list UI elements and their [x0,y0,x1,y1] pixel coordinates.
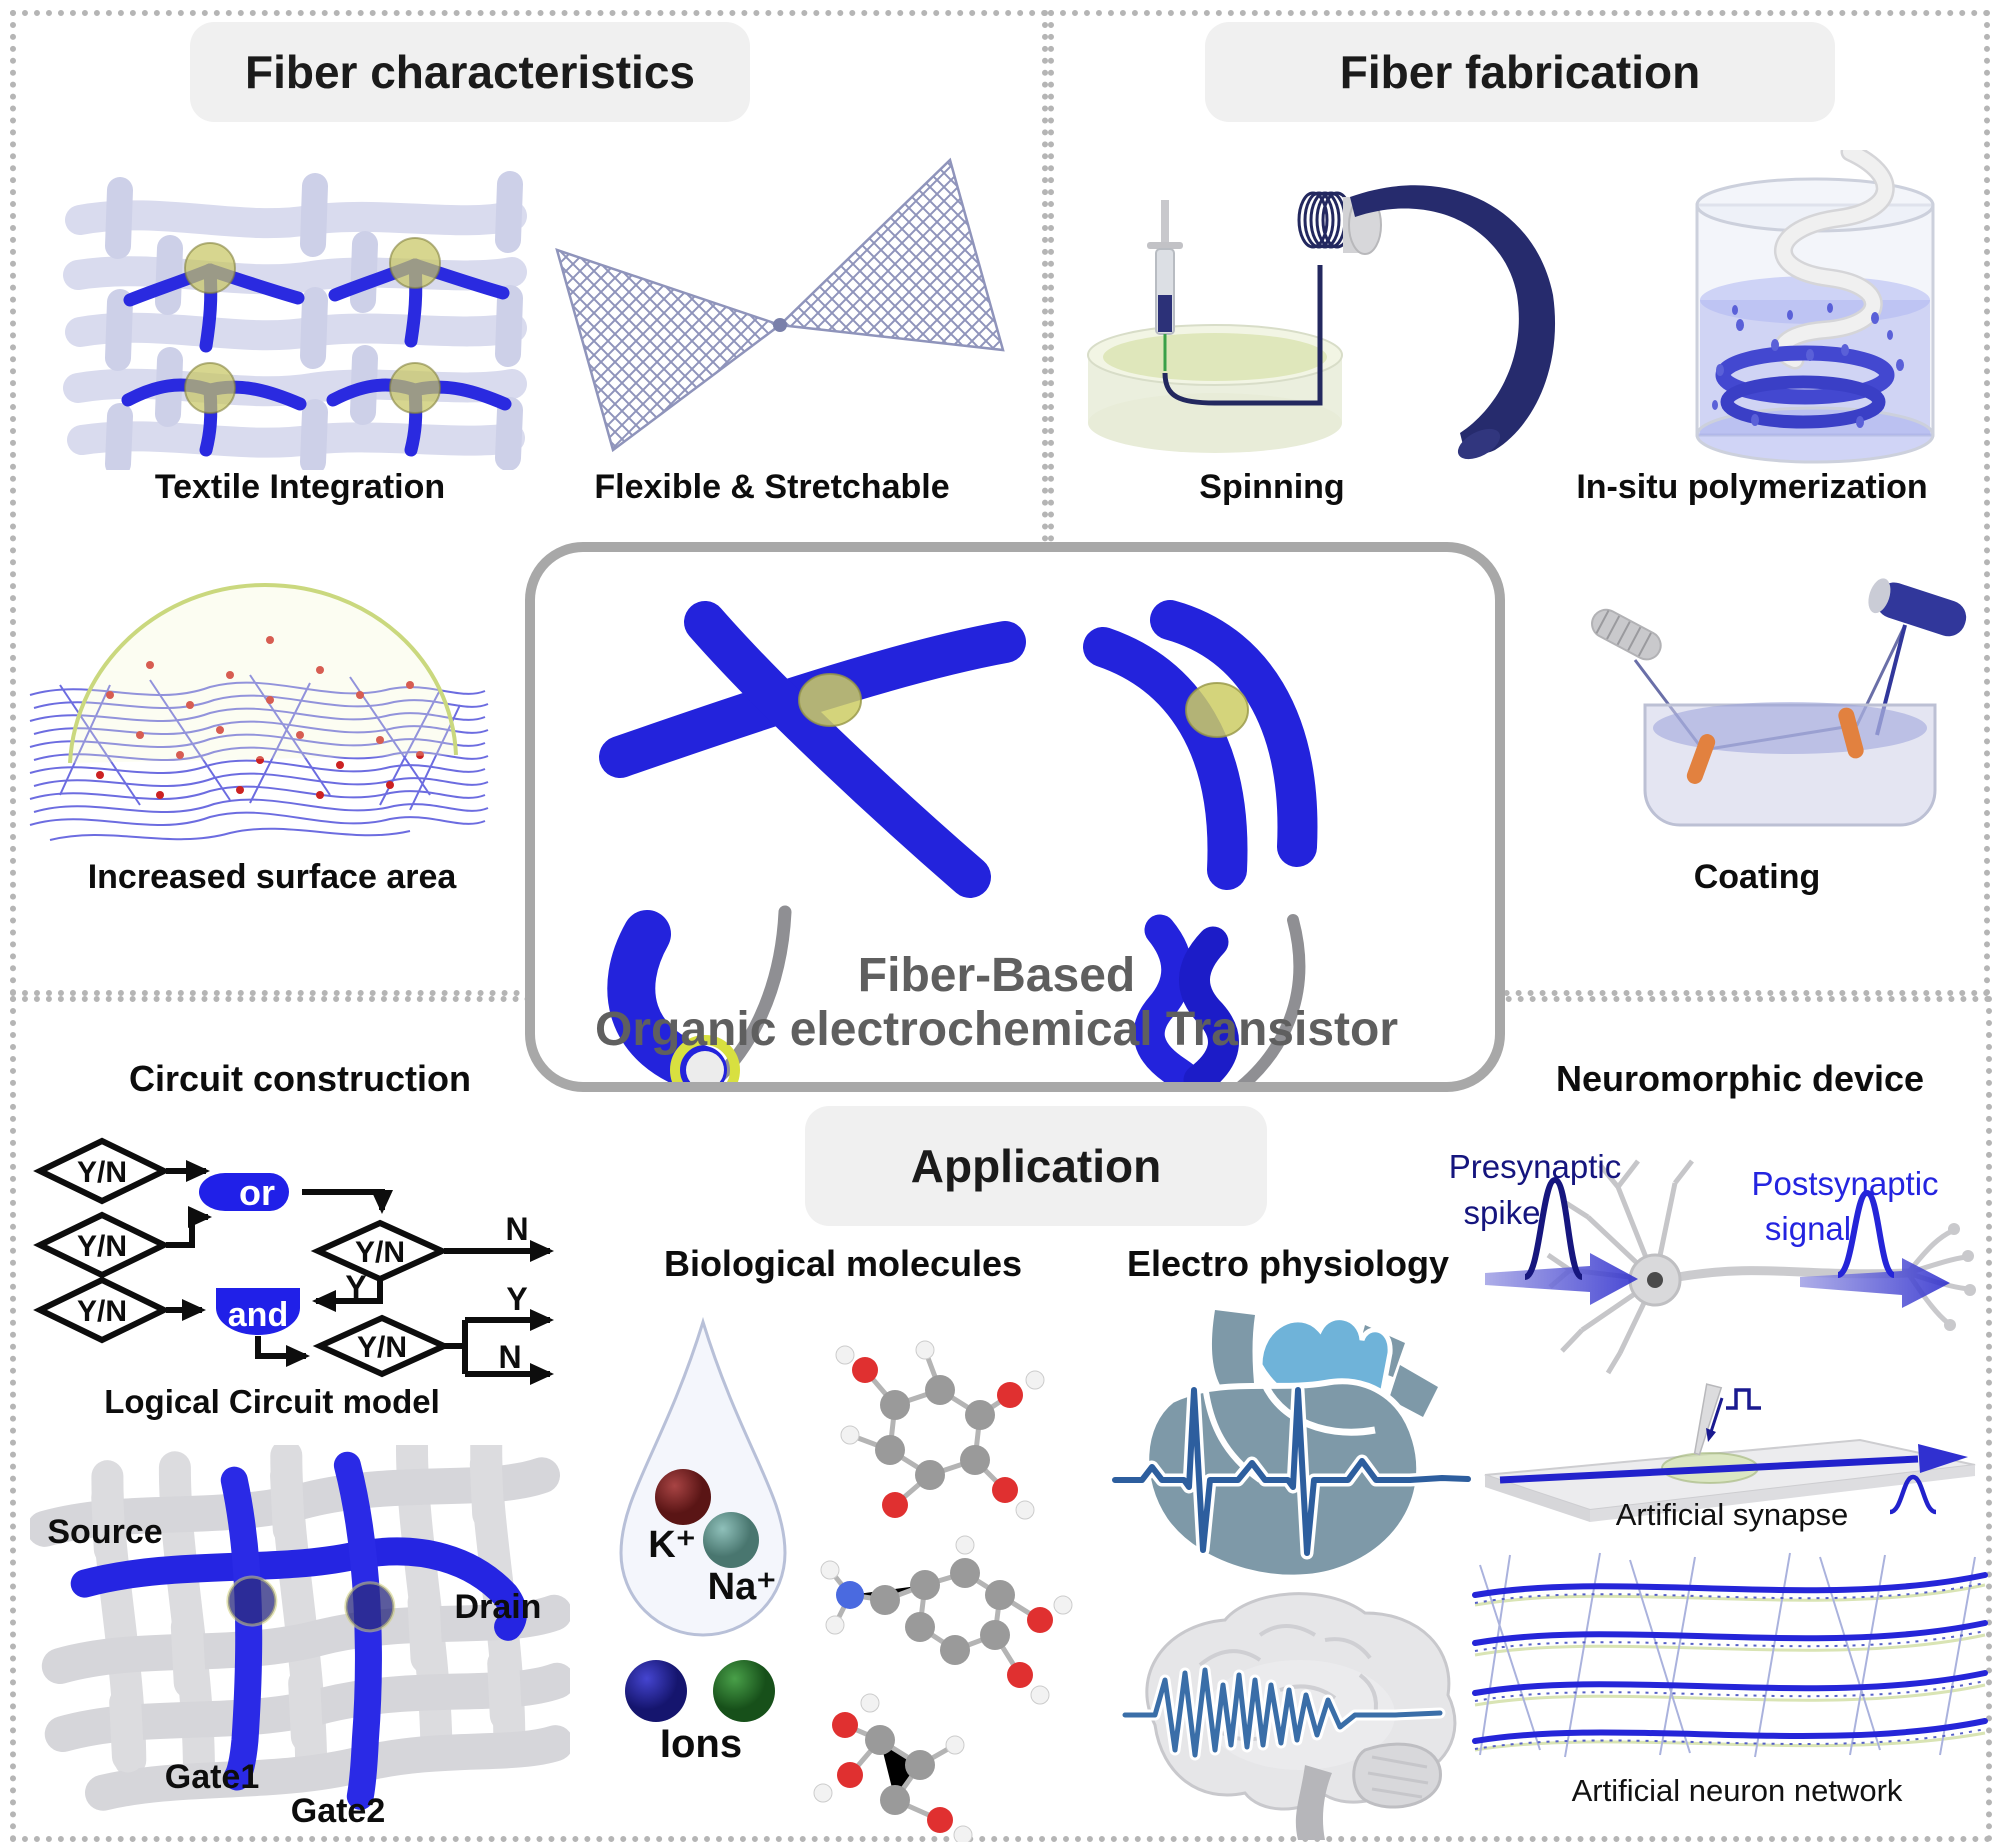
output-y2: Y [506,1281,527,1317]
twisted-fibers [1133,914,1306,1082]
network-fibers [1472,1572,1988,1744]
coating-label: Coating [1693,858,1821,896]
panel-fiber-fabrication [1048,10,1990,996]
dome-outline [68,582,458,764]
increased-surface-area-illustration [29,582,489,841]
coaxial-fiber [607,905,792,1082]
artificial-synapse-label: Artificial synapse [1615,1497,1849,1532]
and-gate [216,1288,300,1335]
fiber-characteristics-header: Fiber characteristics [190,22,750,122]
ions-label: Ions [659,1722,743,1766]
postsynaptic-label-line1: Postsynaptic [1751,1165,1939,1202]
circuit-construction-label: Circuit construction [128,1058,472,1099]
application-header: Application [805,1106,1267,1226]
presynaptic-label-line2: spike [1463,1194,1541,1231]
biological-molecules-illustration [619,1316,1073,1842]
eeg-trace [1119,1664,1446,1761]
output-n1: N [505,1211,528,1247]
and-gate-label: and [228,1296,288,1334]
presynaptic-label-line1: Presynaptic [1448,1148,1622,1185]
center-title-line2: Organic electrochemical Transistor [595,1003,1398,1056]
syringe-icon [1147,200,1183,371]
insitu-polymerization-label: In-situ polymerization [1576,468,1928,506]
or-gate-label: or [239,1172,275,1213]
presynaptic-spike-curve [1523,1176,1584,1280]
neuron-illustration [1485,1159,1976,1375]
gate2-label: Gate2 [290,1792,386,1830]
increased-surface-area-label: Increased surface area [87,858,457,896]
green-ion-sphere [713,1660,775,1722]
postsynaptic-arrow [1800,1258,1950,1308]
blue-ion-sphere [625,1660,687,1722]
fiber-fabrication-title: Fiber fabrication [1339,46,1701,98]
artificial-neuron-network-illustration [1472,1552,1988,1758]
yn-diamond-3: Y/N [77,1295,127,1328]
source-drain-fiber [70,1537,527,1641]
yn-diamond-2: Y/N [77,1230,127,1263]
spinning-illustration [1087,185,1556,460]
neuromorphic-device-label: Neuromorphic device [1555,1058,1925,1099]
textile-integration-label: Textile Integration [154,468,446,506]
yn-diamond-4: Y/N [355,1236,405,1269]
oect-textile-device [30,1445,570,1811]
gate-fibers [220,1451,382,1810]
spinning-label: Spinning [1199,468,1345,506]
artificial-neuron-network-label: Artificial neuron network [1571,1773,1903,1808]
artificial-synapse-illustration [1484,1383,1976,1522]
na-ion-label: Na⁺ [707,1566,777,1608]
yn-diamond-5: Y/N [357,1331,407,1364]
gate1-label: Gate1 [164,1758,260,1796]
fiber-characteristics-title: Fiber characteristics [244,46,695,98]
synapse-fiber [1499,1455,1919,1484]
fiber-fabrication-header: Fiber fabrication [1205,22,1835,122]
crossed-fibers [599,601,1026,898]
flexible-stretchable-illustration [555,157,1005,453]
branch-y: Y [345,1269,366,1305]
flexible-stretchable-label: Flexible & Stretchable [594,468,950,506]
thick-navy-fiber [1350,185,1556,455]
spun-fiber-line [1162,265,1323,406]
postsynaptic-label-line2: signal [1764,1210,1852,1247]
application-title: Application [910,1140,1162,1192]
logic-circuit-diagram: Y/N Y/N Y/N Y/N Y/N or and N Y Y N Logic… [33,1137,554,1420]
output-spike-curve [1889,1474,1937,1515]
output-n2: N [498,1339,521,1375]
textile-integration-illustration [63,171,527,470]
electrophysiology-illustration [1110,1310,1475,1840]
blue-coil [1715,345,1895,405]
electro-physiology-label: Electro physiology [1126,1243,1450,1284]
gray-roller [1591,608,1662,661]
k-ion-sphere [655,1469,711,1525]
logic-caption: Logical Circuit model [104,1383,440,1420]
ecg-trace [1110,1383,1475,1560]
or-gate [199,1173,289,1211]
center-title-line1: Fiber-Based [857,949,1136,1002]
yn-diamond-1: Y/N [77,1156,127,1189]
pulse-glyph [1726,1388,1761,1410]
postsynaptic-spike-curve [1836,1189,1896,1278]
presynaptic-arrow [1485,1253,1638,1305]
coating-illustration [1591,578,1967,827]
navy-roller [1868,578,1967,637]
oect-fiber-configurations [599,600,1318,1082]
na-ion-sphere [703,1512,759,1568]
source-label: Source [47,1513,163,1551]
probe-tip [1693,1383,1723,1456]
drain-label: Drain [454,1588,542,1626]
biological-molecules-label: Biological molecules [663,1243,1023,1284]
parallel-fibers [1083,600,1318,890]
k-ion-label: K⁺ [648,1524,696,1566]
insitu-polymerization-illustration [1695,150,1935,464]
white-template-fiber [1775,150,1893,367]
